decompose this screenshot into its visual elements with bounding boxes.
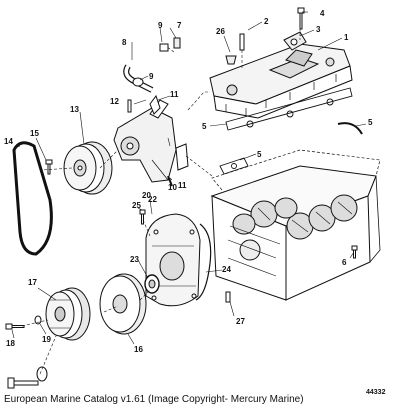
damper-bolt <box>7 377 39 389</box>
drive-belt <box>12 141 53 256</box>
callout-26: 26 <box>216 27 225 36</box>
callout-8: 8 <box>122 38 127 47</box>
pump-gasket-11b <box>175 143 189 171</box>
damper-washer <box>36 366 48 382</box>
water-pump-pulley <box>63 141 113 195</box>
pump-bolt-10 <box>167 175 173 187</box>
callout-2: 2 <box>264 17 269 26</box>
callout-23: 23 <box>130 255 139 264</box>
hose-clamp-9a <box>159 43 169 52</box>
dowel-pin-27 <box>225 291 231 303</box>
bolt-4 <box>297 7 305 30</box>
pump-bolt-12 <box>127 99 132 113</box>
callout-12: 12 <box>110 97 119 106</box>
callout-14: 14 <box>4 137 13 146</box>
callout-27: 27 <box>236 317 245 326</box>
leader-lines <box>11 11 367 345</box>
pulley-bolt-18 <box>5 323 25 330</box>
cover-bolt-25 <box>139 209 146 225</box>
bolt-15 <box>45 159 53 175</box>
callout-17: 17 <box>28 278 37 287</box>
callout-16: 16 <box>134 345 143 354</box>
callout-1: 1 <box>344 33 349 42</box>
callout-19: 19 <box>42 335 51 344</box>
callout-20: 20 <box>142 191 151 200</box>
callout-15: 15 <box>30 129 39 138</box>
callout-11-lower: 11 <box>178 181 187 190</box>
callout-10: 10 <box>168 183 177 192</box>
front-seal <box>219 157 249 175</box>
end-seal <box>337 122 363 135</box>
crankshaft-pulley <box>45 287 91 341</box>
callout-5-end: 5 <box>368 118 373 127</box>
callout-18: 18 <box>6 339 15 348</box>
fitting-7 <box>173 37 181 49</box>
callout-7: 7 <box>177 21 182 30</box>
harmonic-balancer <box>99 273 147 335</box>
callout-25: 25 <box>132 201 141 210</box>
callout-5-front: 5 <box>257 150 262 159</box>
timing-cover-gasket <box>195 223 212 301</box>
figure-number: 44332 <box>366 389 386 396</box>
callout-11-top: 11 <box>170 90 179 99</box>
engine-block <box>210 149 381 301</box>
callout-9-lower: 9 <box>149 72 154 81</box>
stud-2 <box>239 33 245 51</box>
image-caption: European Marine Catalog v1.61 (Image Cop… <box>4 394 304 405</box>
thermostat-housing <box>283 31 307 51</box>
callout-5-intake: 5 <box>202 122 207 131</box>
callout-22: 22 <box>148 195 157 204</box>
callout-4: 4 <box>320 9 325 18</box>
drain-plug-6 <box>351 245 358 259</box>
callout-3: 3 <box>316 25 321 34</box>
intake-manifold <box>209 43 353 119</box>
callout-13: 13 <box>70 105 79 114</box>
pump-gasket-11a <box>149 94 161 115</box>
callout-9-top: 9 <box>158 21 163 30</box>
assembly-lines <box>21 28 301 375</box>
intake-gasket <box>225 87 353 131</box>
washer-19 <box>34 315 42 325</box>
plug-26 <box>225 55 237 65</box>
callout-6: 6 <box>342 258 347 267</box>
callout-24: 24 <box>222 265 231 274</box>
callout-labels: 1 2 3 4 26 5 5 5 6 7 8 9 9 10 11 11 12 1… <box>4 9 386 396</box>
water-pump <box>113 99 177 183</box>
